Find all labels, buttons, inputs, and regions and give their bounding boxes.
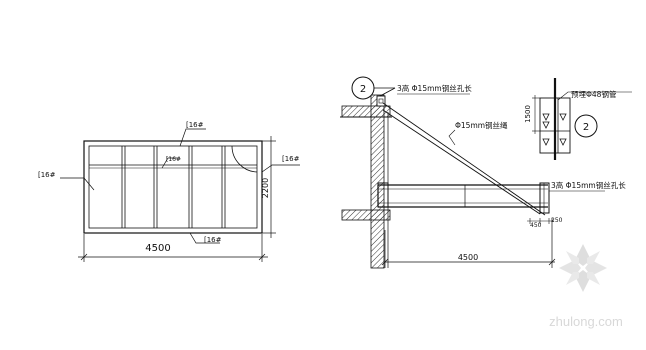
callout-text-elevation: 2	[360, 84, 366, 95]
plan-height-dim-text: 2200	[261, 178, 270, 198]
label-bottom-holes: 3高 Φ15mm钢丝孔长	[551, 180, 626, 190]
dim-right-b: 250	[551, 217, 563, 224]
plan-joists	[121, 146, 226, 228]
label-embed-leader	[557, 91, 632, 101]
rail-post-left	[377, 182, 389, 208]
span-dim-text: 4500	[458, 253, 478, 262]
plan-label-inner: [16#	[166, 156, 181, 163]
right-end-dims	[527, 218, 554, 224]
wall-column	[370, 94, 385, 269]
watermark-logo	[559, 244, 607, 292]
label-wire-rope: Φ15mm钢丝绳	[455, 120, 508, 130]
plan-width-dimension	[78, 234, 268, 262]
detail-dim	[532, 95, 540, 134]
plan-label-top: [16#	[186, 121, 204, 129]
detail-view: 1500 2 预埋Φ48钢管	[524, 78, 632, 160]
top-anchor-inner	[378, 98, 384, 104]
rail-post-right	[539, 182, 550, 214]
plan-label-bottom: [16#	[204, 236, 222, 244]
watermark-text: zhulong.com	[549, 314, 623, 329]
plan-height-dimension	[262, 136, 276, 238]
label-wire-rope-leader	[448, 129, 456, 146]
plan-corner-arc	[231, 145, 258, 173]
dim-right-a: 450	[530, 222, 542, 229]
plan-outer-frame	[83, 140, 263, 234]
plan-view: [16# [16# [16# [16# [16# 4500 2200	[38, 121, 300, 262]
detail-dim-text: 1500	[524, 105, 532, 123]
detail-wall-block	[539, 97, 571, 154]
span-dimension	[381, 218, 556, 268]
lower-slab	[341, 209, 391, 221]
cables	[379, 87, 546, 216]
plan-label-left: [16#	[38, 171, 56, 179]
callout-text-detail: 2	[583, 122, 589, 133]
label-embed: 预埋Φ48钢管	[571, 89, 617, 99]
plan-label-right: [16#	[282, 155, 300, 163]
elevation-view: 2 3高 Φ15mm钢丝孔长 Φ15mm钢丝绳 3高 Φ15mm钢丝孔长 450…	[340, 76, 626, 269]
top-anchor	[376, 95, 386, 107]
plan-leaders	[60, 128, 300, 244]
label-top-holes: 3高 Φ15mm钢丝孔长	[397, 83, 472, 93]
callout-bubble-detail	[574, 114, 598, 138]
watermark: zhulong.com	[549, 244, 623, 329]
platform	[377, 184, 548, 208]
detail-triangles	[542, 113, 567, 146]
plan-width-dim-text: 4500	[145, 243, 170, 254]
plan-inner-frame	[88, 145, 258, 229]
